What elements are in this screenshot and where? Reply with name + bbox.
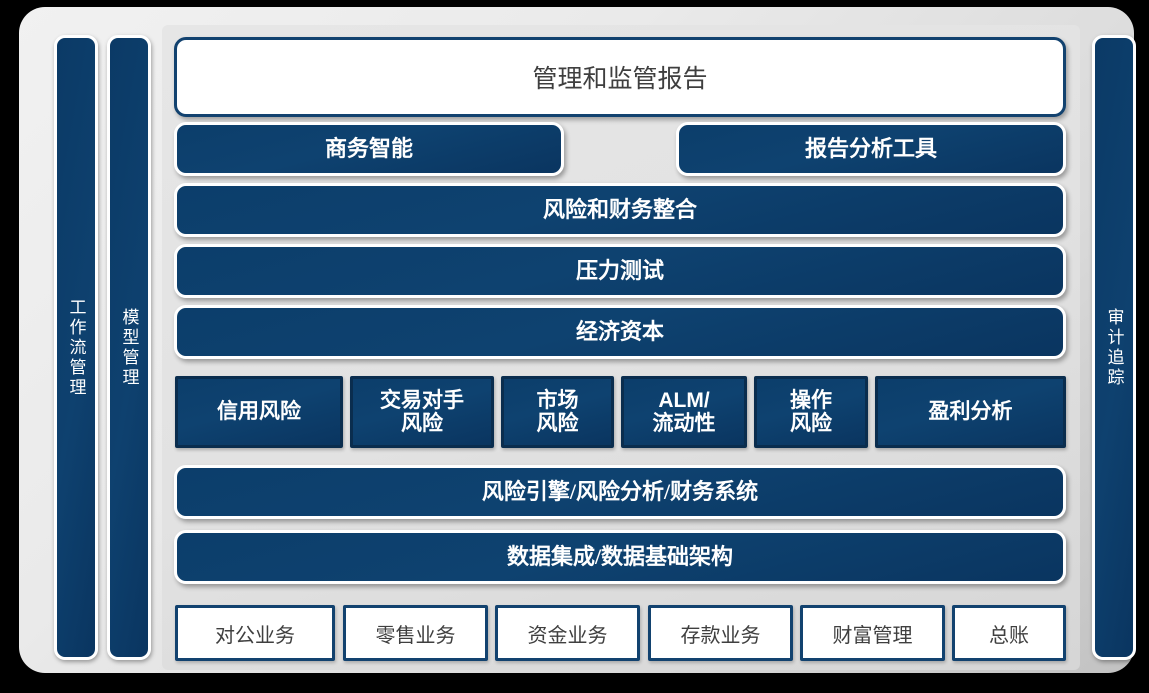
sidebar-workflow-management[interactable]: 工作流管理 bbox=[54, 35, 98, 660]
risk-domain-operational-risk-label-line2: 风险 bbox=[790, 411, 832, 435]
sidebar-workflow-management-label: 工作流管理 bbox=[66, 297, 86, 398]
risk-domain-operational-risk[interactable]: 操作 风险 bbox=[754, 376, 868, 448]
layer-risk-finance-integration[interactable]: 风险和财务整合 bbox=[174, 183, 1066, 237]
sidebar-audit-trail[interactable]: 审计追踪 bbox=[1092, 35, 1136, 660]
risk-domain-profitability-analysis[interactable]: 盈利分析 bbox=[875, 376, 1066, 448]
layer-stress-testing[interactable]: 压力测试 bbox=[174, 244, 1066, 298]
risk-domain-operational-risk-label-line1: 操作 bbox=[790, 387, 832, 412]
risk-domain-counterparty-risk-label-line2: 风险 bbox=[401, 411, 443, 435]
risk-domain-credit-risk[interactable]: 信用风险 bbox=[175, 376, 343, 448]
source-system-general-ledger[interactable]: 总账 bbox=[952, 605, 1066, 661]
sidebar-model-management-label: 模型管理 bbox=[119, 307, 139, 388]
risk-domain-profitability-analysis-label: 盈利分析 bbox=[928, 399, 1013, 424]
risk-domain-alm-liquidity[interactable]: ALM/ 流动性 bbox=[621, 376, 747, 448]
risk-domain-alm-liquidity-label-line2: 流动性 bbox=[652, 411, 716, 435]
source-system-treasury[interactable]: 资金业务 bbox=[495, 605, 640, 661]
layer-business-intelligence[interactable]: 商务智能 bbox=[174, 122, 564, 176]
risk-domain-counterparty-risk-label-line1: 交易对手 bbox=[380, 387, 464, 412]
layer-reporting-analytics-tools[interactable]: 报告分析工具 bbox=[676, 122, 1066, 176]
risk-domain-alm-liquidity-label-line1: ALM/ bbox=[658, 388, 710, 412]
risk-domain-market-risk[interactable]: 市场 风险 bbox=[501, 376, 614, 448]
source-system-retail-banking[interactable]: 零售业务 bbox=[343, 605, 488, 661]
source-system-deposits[interactable]: 存款业务 bbox=[648, 605, 793, 661]
source-system-corporate-banking[interactable]: 对公业务 bbox=[175, 605, 335, 661]
risk-domain-market-risk-label-line2: 风险 bbox=[536, 411, 579, 435]
risk-domain-market-risk-label-line1: 市场 bbox=[536, 387, 579, 412]
layer-risk-engine-analytics-finance-systems[interactable]: 风险引擎/风险分析/财务系统 bbox=[174, 465, 1066, 519]
architecture-stack-panel: 管理和监管报告 商务智能 报告分析工具 风险和财务整合 压力测试 经济资本 信用… bbox=[162, 25, 1080, 670]
sidebar-model-management[interactable]: 模型管理 bbox=[107, 35, 151, 660]
layer-economic-capital[interactable]: 经济资本 bbox=[174, 305, 1066, 359]
diagram-frame: 工作流管理 模型管理 审计追踪 管理和监管报告 商务智能 报告分析工具 风险和财… bbox=[19, 7, 1136, 673]
risk-domain-credit-risk-label: 信用风险 bbox=[217, 399, 301, 424]
layer-data-integration-infrastructure[interactable]: 数据集成/数据基础架构 bbox=[174, 530, 1066, 584]
sidebar-audit-trail-label: 审计追踪 bbox=[1104, 307, 1124, 388]
layer-management-regulatory-reporting[interactable]: 管理和监管报告 bbox=[174, 37, 1066, 117]
risk-domain-counterparty-risk[interactable]: 交易对手 风险 bbox=[350, 376, 494, 448]
source-system-wealth-management[interactable]: 财富管理 bbox=[800, 605, 945, 661]
